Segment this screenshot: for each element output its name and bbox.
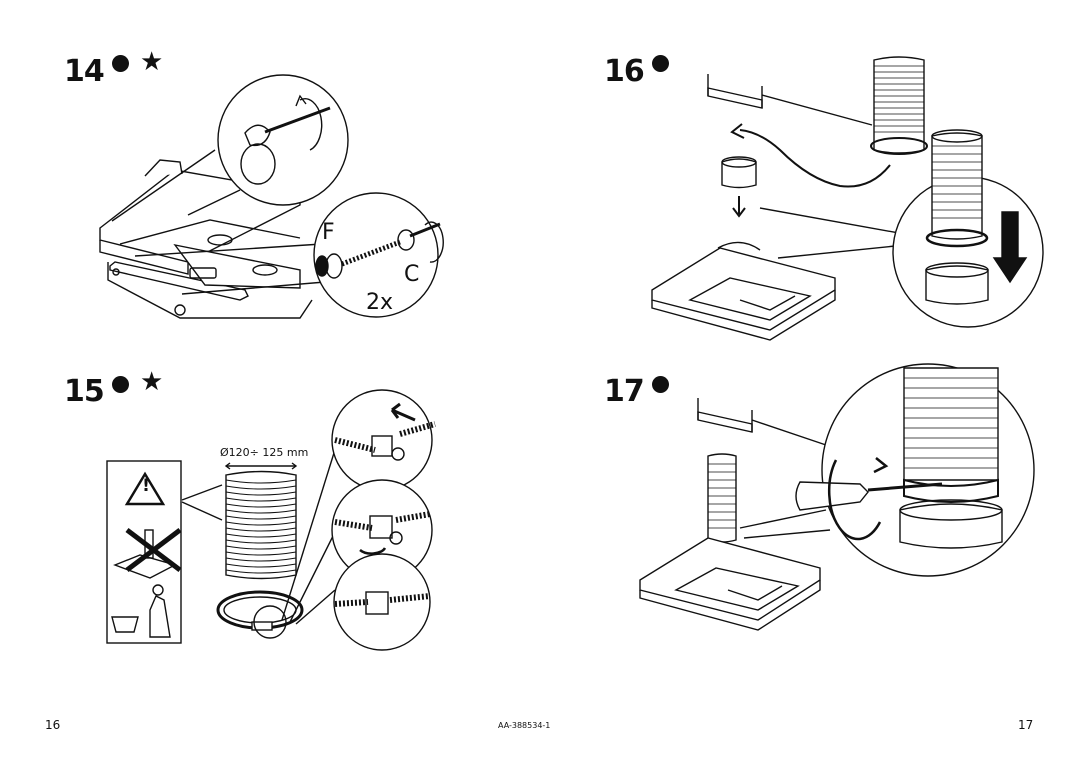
star-icon: ★ — [140, 47, 164, 77]
filled-circle-icon — [652, 376, 669, 393]
label-quantity: 2x — [366, 290, 394, 315]
label-f: F — [322, 220, 335, 245]
filled-circle-icon — [112, 376, 129, 393]
filled-circle-icon — [652, 55, 669, 72]
hose-diameter-label: Ø120÷ 125 mm — [220, 446, 309, 459]
warning-icon: ! — [142, 476, 150, 496]
star-icon: ★ — [140, 367, 164, 397]
label-c: C — [404, 262, 420, 287]
document-code: AA-388534-1 — [498, 721, 551, 730]
step-number: 17 — [604, 374, 645, 409]
step-number: 14 — [64, 54, 105, 89]
page-number-left: 16 — [45, 718, 61, 732]
step-number: 16 — [604, 54, 645, 89]
page-number-right: 17 — [1018, 718, 1034, 732]
step-number: 15 — [64, 374, 105, 409]
filled-circle-icon — [112, 55, 129, 72]
